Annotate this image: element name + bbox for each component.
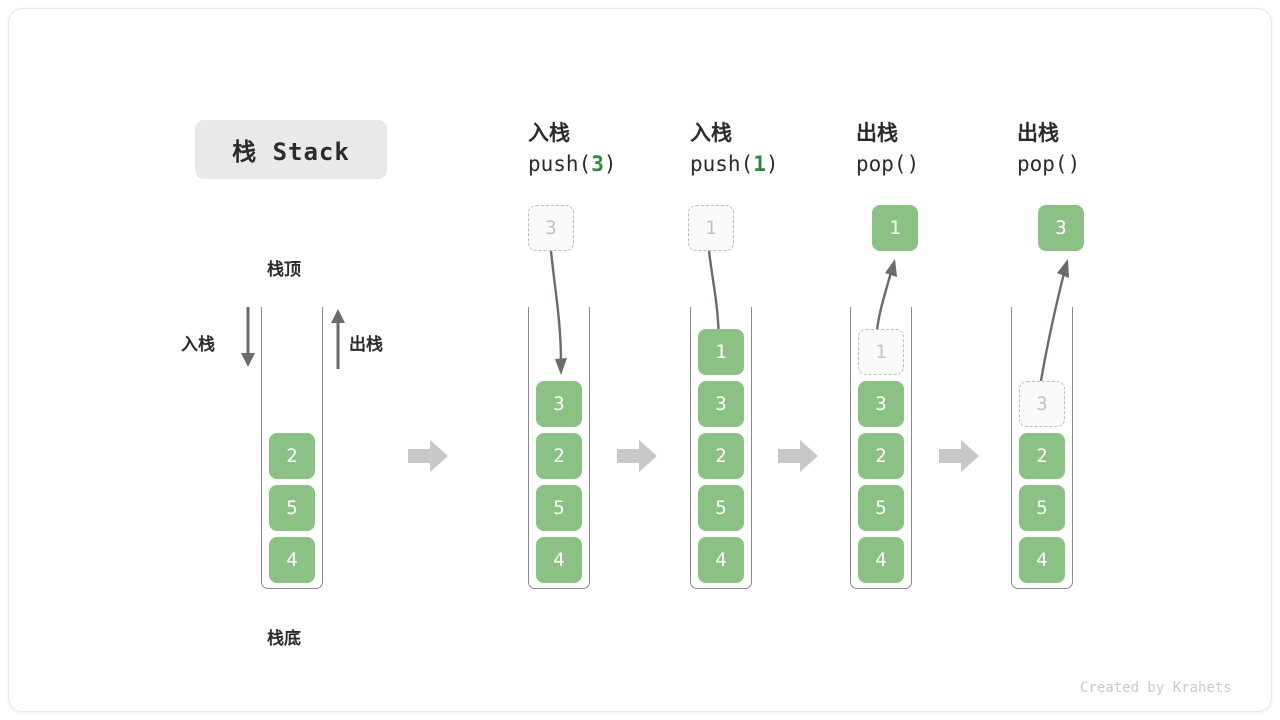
transition-arrow-icon <box>617 440 657 472</box>
stack-container-pop1 <box>850 307 912 589</box>
pop-direction-arrow-icon <box>331 309 345 369</box>
code-suffix: ) <box>765 152 779 176</box>
transition-arrow-icon <box>939 440 979 472</box>
stack-top-label: 栈顶 <box>267 260 301 279</box>
stack-cell: 4 <box>698 537 744 583</box>
footer-credit: Created by Krahets <box>1080 680 1232 696</box>
page-title: 栈 Stack <box>232 138 350 166</box>
stack-cells-initial: 2 5 4 <box>261 307 323 589</box>
column-header-cjk-pop3: 出栈 <box>1017 121 1059 145</box>
column-header-cjk-push1: 入栈 <box>690 121 732 145</box>
stack-cell: 4 <box>536 537 582 583</box>
stack-cell: 2 <box>536 433 582 479</box>
diagram-canvas: 栈 Stack 栈顶 栈底 入栈 出栈 2 5 4 入栈 push(3) 3 3… <box>8 8 1272 712</box>
code-prefix: pop( <box>1017 152 1068 176</box>
stack-cell: 1 <box>698 329 744 375</box>
code-value: 3 <box>591 152 604 176</box>
stack-cells-push3: 3 2 5 4 <box>528 307 590 589</box>
stack-cell: 2 <box>269 433 315 479</box>
stack-cells-pop1: 1 3 2 5 4 <box>850 307 912 589</box>
stack-cell: 2 <box>698 433 744 479</box>
code-suffix: ) <box>603 152 617 176</box>
stack-cell: 4 <box>269 537 315 583</box>
pop-side-label: 出栈 <box>349 335 383 354</box>
push-side-label: 入栈 <box>181 335 215 354</box>
popped-cell-1: 1 <box>872 205 918 251</box>
stack-cell: 3 <box>698 381 744 427</box>
stack-bottom-label: 栈底 <box>267 629 301 648</box>
code-prefix: pop( <box>856 152 907 176</box>
external-ghost-cell-push3: 3 <box>528 205 574 251</box>
push-arrow-icon-3 <box>549 250 567 375</box>
column-header-cjk-push3: 入栈 <box>528 121 570 145</box>
stack-container-pop3 <box>1011 307 1073 589</box>
column-header-code-pop3: pop() <box>1017 152 1080 176</box>
column-header-cjk-pop1: 出栈 <box>856 121 898 145</box>
stack-container-push1 <box>690 307 752 589</box>
external-ghost-cell-push1: 1 <box>688 205 734 251</box>
stack-container-initial <box>261 307 323 589</box>
stack-cell: 4 <box>858 537 904 583</box>
popped-cell-3: 3 <box>1038 205 1084 251</box>
stack-cell-ghost: 3 <box>1019 381 1065 427</box>
transition-arrow-icon <box>778 440 818 472</box>
stack-container-push3 <box>528 307 590 589</box>
stack-cells-push1: 1 3 2 5 4 <box>690 307 752 589</box>
stack-cell: 5 <box>698 485 744 531</box>
stack-cells-pop3: 3 2 5 4 <box>1011 307 1073 589</box>
code-prefix: push( <box>690 152 754 176</box>
column-header-code-pop1: pop() <box>856 152 919 176</box>
code-value: 1 <box>753 152 766 176</box>
stack-cell: 2 <box>858 433 904 479</box>
stack-cell: 5 <box>1019 485 1065 531</box>
stack-cell: 3 <box>858 381 904 427</box>
pop-arrow-icon-3 <box>1037 259 1069 394</box>
stack-cell: 5 <box>536 485 582 531</box>
stack-cell: 5 <box>269 485 315 531</box>
stack-cell: 3 <box>536 381 582 427</box>
transition-arrow-icon <box>408 440 448 472</box>
stack-cell: 4 <box>1019 537 1065 583</box>
code-prefix: push( <box>528 152 592 176</box>
column-header-code-push3: push(3) <box>528 152 617 176</box>
stack-cell: 5 <box>858 485 904 531</box>
stack-cell: 2 <box>1019 433 1065 479</box>
push-direction-arrow-icon <box>241 307 255 367</box>
code-suffix: ) <box>1067 152 1081 176</box>
code-suffix: ) <box>906 152 920 176</box>
title-badge: 栈 Stack <box>195 120 387 179</box>
column-header-code-push1: push(1) <box>690 152 779 176</box>
stack-cell-ghost: 1 <box>858 329 904 375</box>
